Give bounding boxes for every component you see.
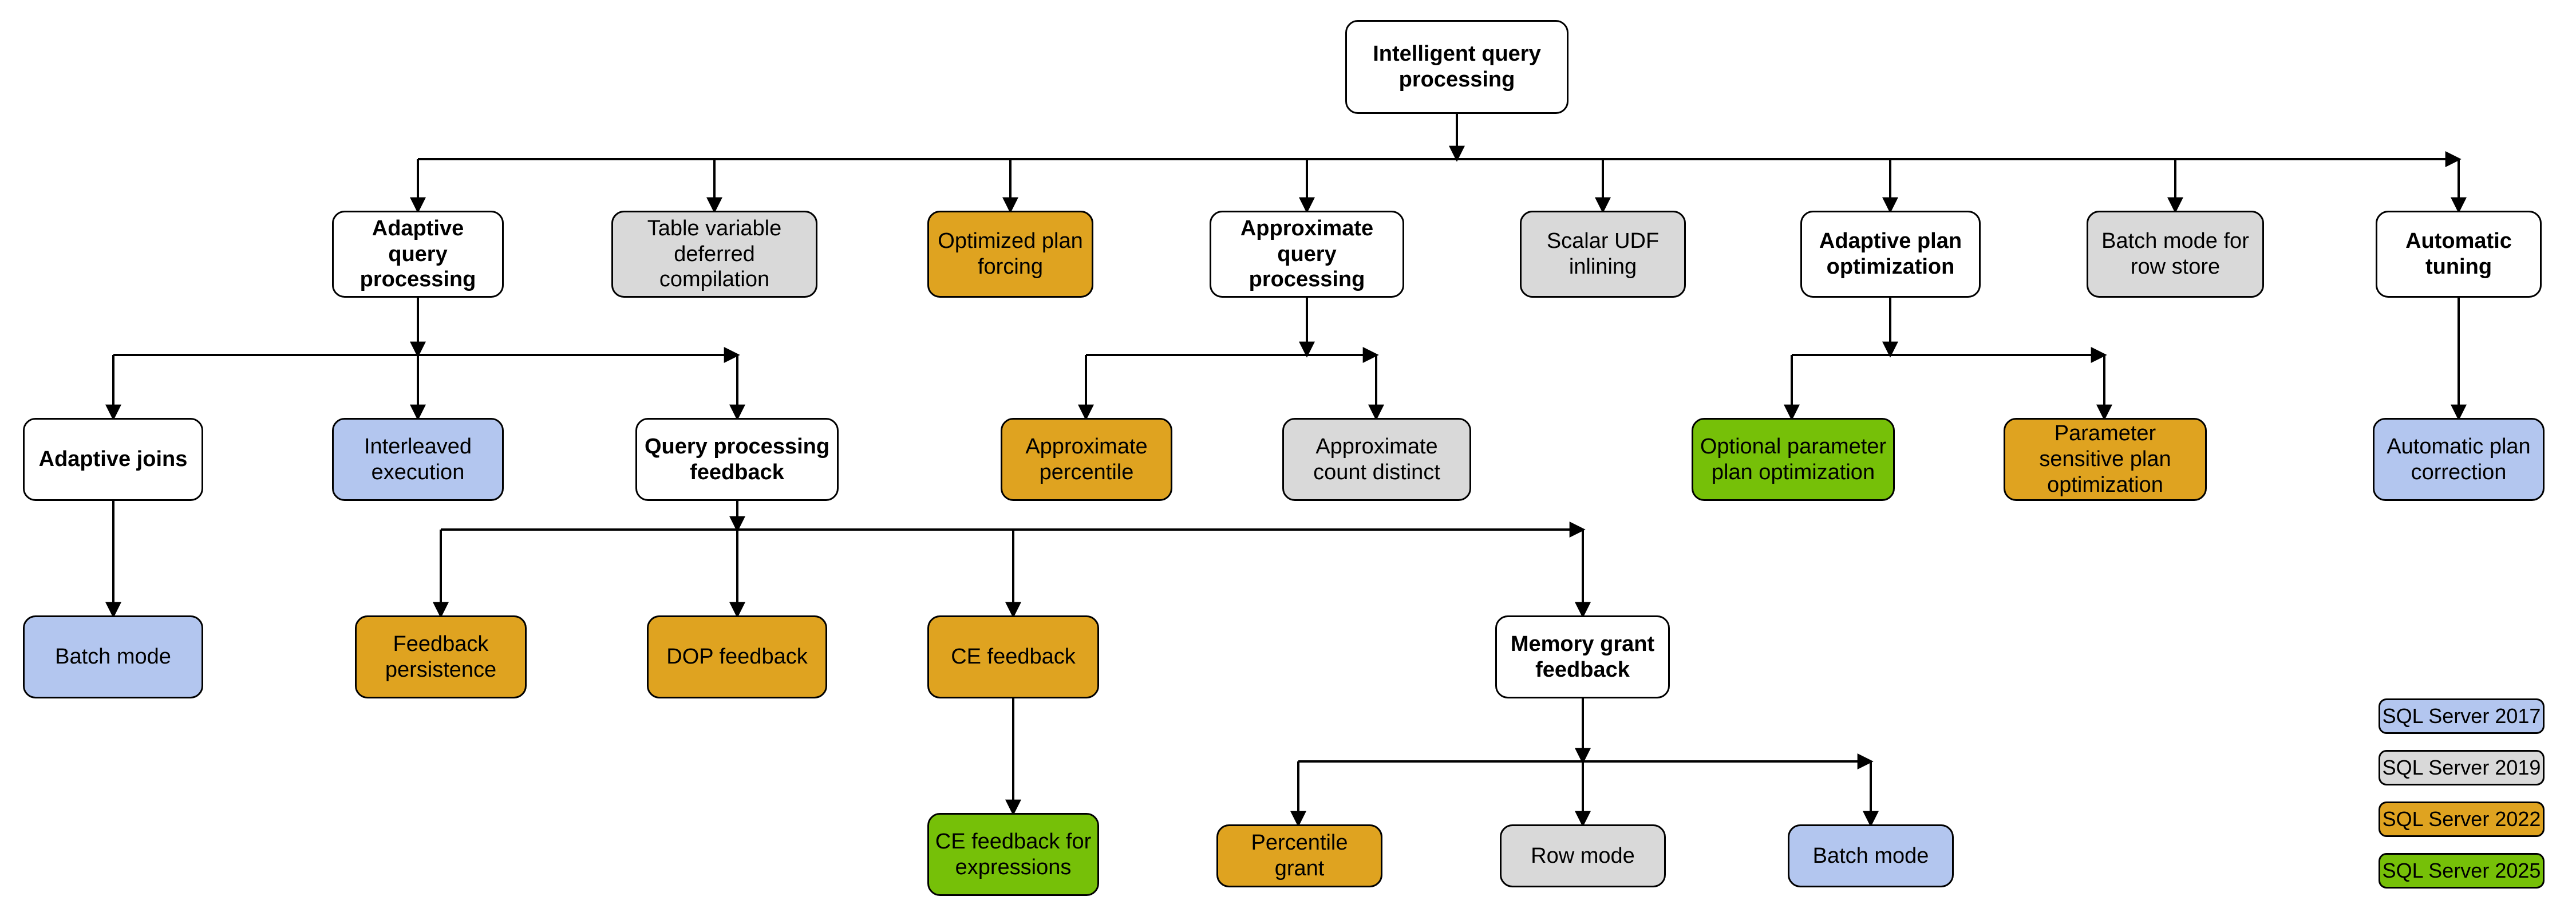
node-automatic-plan-correction[interactable]: Automatic plan correction: [2373, 418, 2545, 501]
legend-label: SQL Server 2017: [2382, 704, 2541, 728]
node-approximate-query-processing[interactable]: Approximate query processing: [1210, 211, 1404, 298]
node-ce-feedback[interactable]: CE feedback: [927, 615, 1099, 698]
node-row-mode[interactable]: Row mode: [1500, 824, 1666, 887]
node-memory-grant-feedback[interactable]: Memory grant feedback: [1495, 615, 1670, 698]
legend-item-sql-server-2025: SQL Server 2025: [2379, 853, 2545, 889]
node-interleaved-execution[interactable]: Interleaved execution: [332, 418, 504, 501]
node-label: CE feedback: [951, 645, 1076, 669]
node-adaptive-query-processing[interactable]: Adaptive query processing: [332, 211, 504, 298]
node-batch-mode-memory-grant[interactable]: Batch mode: [1788, 824, 1954, 887]
node-label: Scalar UDF inlining: [1546, 229, 1660, 279]
legend-label: SQL Server 2025: [2382, 859, 2541, 882]
node-batch-mode-adaptive-joins[interactable]: Batch mode: [23, 615, 203, 698]
node-label: Row mode: [1531, 843, 1635, 868]
node-label: Percentile grant: [1251, 831, 1348, 881]
node-label: Batch mode: [55, 645, 171, 669]
node-label: Memory grant feedback: [1510, 631, 1655, 682]
node-label: Approximate count distinct: [1313, 434, 1440, 484]
node-label: Table variable deferred compilation: [647, 216, 782, 292]
node-label: Adaptive plan optimization: [1819, 229, 1962, 279]
node-approximate-percentile[interactable]: Approximate percentile: [1001, 418, 1172, 501]
node-label: Intelligent query processing: [1373, 42, 1541, 92]
edges-qpf-to-children: [433, 501, 1591, 618]
node-feedback-persistence[interactable]: Feedback persistence: [355, 615, 527, 698]
node-label: Batch mode: [1812, 843, 1929, 868]
legend-item-sql-server-2019: SQL Server 2019: [2379, 750, 2545, 785]
node-label: Query processing feedback: [644, 434, 830, 484]
node-approximate-count-distinct[interactable]: Approximate count distinct: [1282, 418, 1471, 501]
node-automatic-tuning[interactable]: Automatic tuning: [2376, 211, 2542, 298]
node-label: Approximate query processing: [1240, 216, 1374, 292]
node-label: Automatic tuning: [2405, 229, 2512, 279]
legend-label: SQL Server 2019: [2382, 756, 2541, 779]
node-percentile-grant[interactable]: Percentile grant: [1216, 824, 1382, 887]
node-ce-feedback-for-expressions[interactable]: CE feedback for expressions: [927, 813, 1099, 896]
node-label: Optimized plan forcing: [938, 229, 1083, 279]
node-parameter-sensitive-plan-optimization[interactable]: Parameter sensitive plan optimization: [2004, 418, 2207, 501]
node-batch-mode-for-row-store[interactable]: Batch mode for row store: [2087, 211, 2264, 298]
legend-item-sql-server-2017: SQL Server 2017: [2379, 698, 2545, 734]
edges-aqp-to-children: [105, 298, 745, 421]
edges-root-to-level2: [410, 114, 2467, 214]
node-label: Adaptive query processing: [359, 216, 476, 292]
node-intelligent-query-processing[interactable]: Intelligent query processing: [1345, 20, 1568, 114]
legend-label: SQL Server 2022: [2382, 807, 2541, 831]
node-label: Approximate percentile: [1025, 434, 1148, 484]
edges-apo-to-children: [1784, 298, 2112, 421]
node-table-variable-deferred-compilation[interactable]: Table variable deferred compilation: [611, 211, 817, 298]
node-optional-parameter-plan-optimization[interactable]: Optional parameter plan optimization: [1692, 418, 1895, 501]
node-label: DOP feedback: [666, 645, 808, 669]
node-label: Interleaved execution: [364, 434, 472, 484]
node-label: Feedback persistence: [385, 631, 497, 682]
node-label: Automatic plan correction: [2387, 434, 2531, 484]
node-label: CE feedback for expressions: [935, 829, 1092, 879]
node-query-processing-feedback[interactable]: Query processing feedback: [635, 418, 839, 501]
node-label: Parameter sensitive plan optimization: [2039, 421, 2171, 497]
node-label: Batch mode for row store: [2101, 229, 2249, 279]
edges-approx-to-children: [1078, 298, 1384, 421]
node-optimized-plan-forcing[interactable]: Optimized plan forcing: [927, 211, 1093, 298]
node-dop-feedback[interactable]: DOP feedback: [647, 615, 827, 698]
node-adaptive-joins[interactable]: Adaptive joins: [23, 418, 203, 501]
node-label: Adaptive joins: [38, 447, 188, 472]
edges-mgf-to-children: [1290, 698, 1879, 827]
node-label: Optional parameter plan optimization: [1700, 434, 1887, 484]
node-scalar-udf-inlining[interactable]: Scalar UDF inlining: [1520, 211, 1686, 298]
legend-item-sql-server-2022: SQL Server 2022: [2379, 802, 2545, 837]
node-adaptive-plan-optimization[interactable]: Adaptive plan optimization: [1800, 211, 1981, 298]
